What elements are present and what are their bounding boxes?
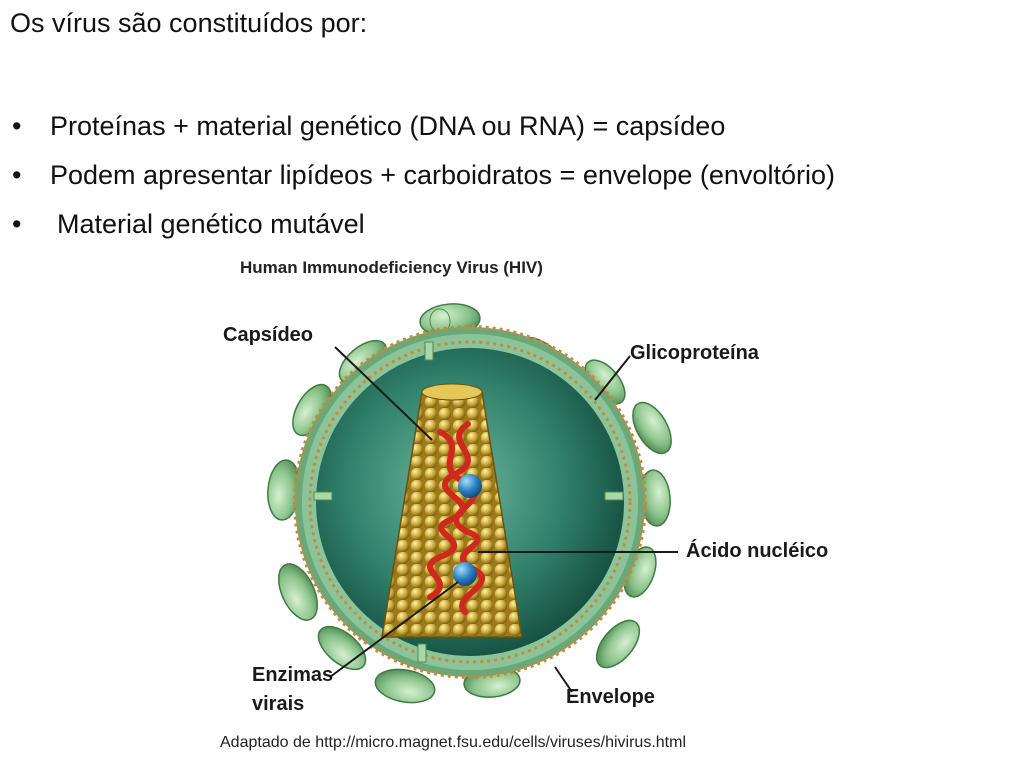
- figure-title: Human Immunodeficiency Virus (HIV): [240, 258, 543, 277]
- hiv-figure: Human Immunodeficiency Virus (HIV) Capsí…: [200, 252, 880, 764]
- label-glycoprotein: Glicoproteína: [630, 342, 759, 364]
- label-enzymes-line2: virais: [252, 693, 305, 715]
- label-envelope: Envelope: [566, 686, 655, 708]
- label-nucleic-acid: Ácido nucléico: [686, 540, 829, 562]
- bullet-text: Podem apresentar lipídeos + carboidratos…: [50, 160, 835, 190]
- hiv-diagram: [267, 303, 678, 704]
- figure-credit: Adaptado de http://micro.magnet.fsu.edu/…: [220, 734, 686, 751]
- bullet-text: Material genético mutável: [57, 209, 365, 239]
- viral-enzyme: [458, 474, 482, 498]
- bullet-dot: •: [12, 160, 22, 190]
- bullet-dot: •: [12, 209, 22, 239]
- capsid-cone: [381, 383, 523, 638]
- viral-enzyme: [453, 562, 477, 586]
- bullet-dot: •: [12, 111, 22, 141]
- label-capsid: Capsídeo: [223, 324, 314, 346]
- bullet-text: Proteínas + material genético (DNA ou RN…: [50, 111, 726, 141]
- envelope-inner-edge: [308, 340, 632, 664]
- slide-title: Os vírus são constituídos por:: [10, 8, 368, 38]
- rna-strands: [427, 421, 486, 615]
- label-enzymes-line1: Enzimas: [252, 664, 334, 686]
- label-pointers: [329, 346, 678, 693]
- membrane-anchors: [313, 341, 624, 663]
